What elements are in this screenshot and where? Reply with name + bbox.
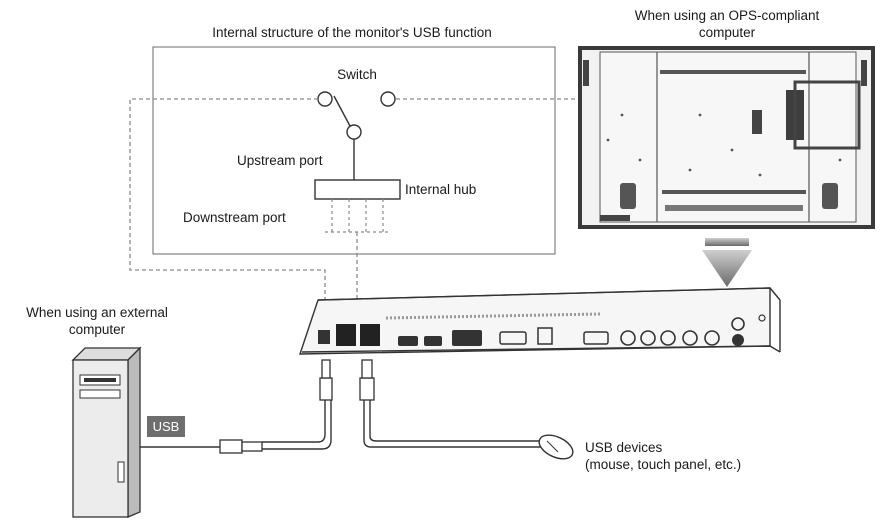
usb-b-port (318, 330, 330, 344)
switch-common-terminal (346, 124, 362, 140)
devices-label-line1: USB devices (585, 440, 663, 455)
monitor-connector-panel (299, 287, 781, 355)
ops-insert-arrow (702, 238, 752, 287)
dashed-upstream-external (129, 98, 326, 328)
hdmi-port-1 (398, 336, 418, 346)
usb-badge (147, 416, 185, 437)
usb-a-port-2 (360, 324, 380, 346)
devices-label-line2: (mouse, touch panel, etc.) (585, 457, 741, 472)
vga-port (583, 331, 609, 345)
mouse-icon (538, 434, 574, 460)
external-title-line2: computer (69, 322, 126, 337)
switch-lever (333, 95, 351, 127)
internal-hub-label: Internal hub (405, 182, 476, 197)
usb-cable-external (140, 400, 332, 450)
ops-title-line1: When using an OPS-compliant (635, 8, 820, 23)
dvi-port (452, 330, 482, 346)
ops-title-line2: computer (699, 25, 756, 40)
external-title-line1: When using an external (26, 305, 168, 320)
switch-terminal-left (317, 91, 333, 107)
internal-hub (314, 179, 401, 200)
usb-cable-devices (363, 400, 542, 448)
usb-plug-vertical-devices (359, 359, 375, 401)
lan-port (537, 327, 553, 345)
structure-title: Internal structure of the monitor's USB … (212, 25, 491, 40)
downstream-port-label: Downstream port (183, 210, 286, 225)
external-computer-tower (71, 346, 142, 518)
usb-plug-horizontal (219, 439, 263, 454)
hdmi-port-2 (424, 336, 442, 346)
usb-badge-text: USB (153, 419, 180, 434)
usb-a-port-1 (336, 324, 356, 346)
ops-monitor-rear (578, 46, 875, 229)
usb-plug-vertical-external (319, 359, 333, 401)
upstream-port-label: Upstream port (237, 153, 323, 168)
serial-port (499, 331, 527, 345)
switch-terminal-right (380, 91, 396, 107)
switch-label: Switch (337, 67, 377, 82)
